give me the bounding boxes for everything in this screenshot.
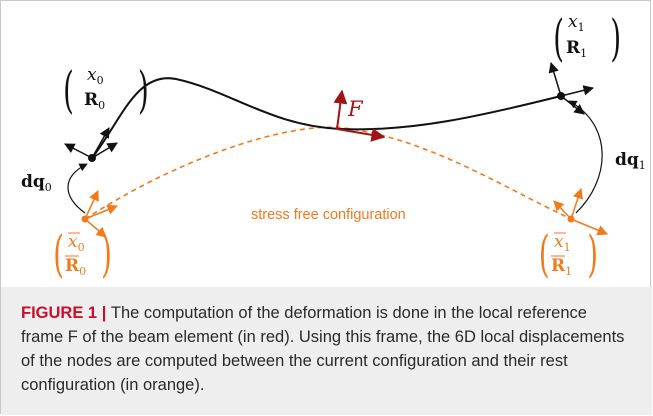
caption-label: FIGURE 1 [21, 304, 98, 322]
rest-node-0-frame-axis-z [84, 218, 107, 238]
frame-F-label: F [347, 97, 364, 121]
node-0-frame-axis-x [91, 142, 118, 159]
rest-node-1-x-label: x1 [554, 232, 571, 254]
beam-diagram: ( ) x0 R0 ( ) x1 R1 ( ) x0 R0 ( ) x1 R1 … [21, 9, 646, 283]
node-0-frame-axis-y [64, 143, 93, 159]
displacement-arc-dq0 [67, 163, 88, 214]
rest-node-1-paren-left: ( [539, 225, 550, 283]
node-0-frame-axis-z [91, 127, 110, 159]
rest-node-1-frame-axis-x [570, 218, 608, 236]
node-0-paren-right: ) [138, 61, 149, 119]
rest-configuration-curve [84, 126, 572, 220]
dq0-label: dq0 [21, 172, 52, 194]
rest-node-0-x-label: x0 [68, 232, 85, 254]
local-frame-axis-tangent [336, 127, 386, 142]
node-1-frame-axis-x [560, 85, 595, 97]
caption-separator: | [97, 304, 111, 322]
node-0-R-label: R0 [84, 90, 105, 112]
node-1-R-label: R1 [566, 38, 587, 60]
rest-node-0-paren-right: ) [101, 225, 112, 283]
local-frame-axis-normal [333, 89, 348, 130]
rest-node-1-frame-axis-y [570, 188, 583, 220]
node-1-paren-left: ( [553, 9, 564, 67]
rest-node-0-R-label: R0 [65, 256, 86, 278]
node-1-frame-axis-y [548, 61, 562, 97]
node-0-x-label: x0 [87, 65, 104, 87]
dq1-label: dq1 [615, 150, 646, 172]
rest-node-0-frame-axis-y [84, 190, 99, 220]
node-1-x-label: x1 [568, 12, 585, 34]
rest-node-1-paren-right: ) [587, 225, 598, 283]
displacement-arc-dq1 [568, 100, 603, 214]
rest-configuration-label: stress free configuration [251, 207, 406, 223]
node-1-frame-axis-z [560, 95, 585, 115]
node-0-paren-left: ( [63, 61, 74, 119]
figure-caption: FIGURE 1 | The computation of the deform… [1, 287, 652, 415]
rest-node-1-R-label: R1 [551, 256, 572, 278]
current-configuration-curve [91, 77, 562, 159]
caption-text: The computation of the deformation is do… [21, 304, 625, 394]
node-1-paren-right: ) [610, 9, 621, 67]
rest-node-1-frame-axis-z [553, 200, 572, 220]
rest-node-0-paren-left: ( [53, 225, 64, 283]
rest-node-0-frame-axis-x [84, 204, 118, 220]
